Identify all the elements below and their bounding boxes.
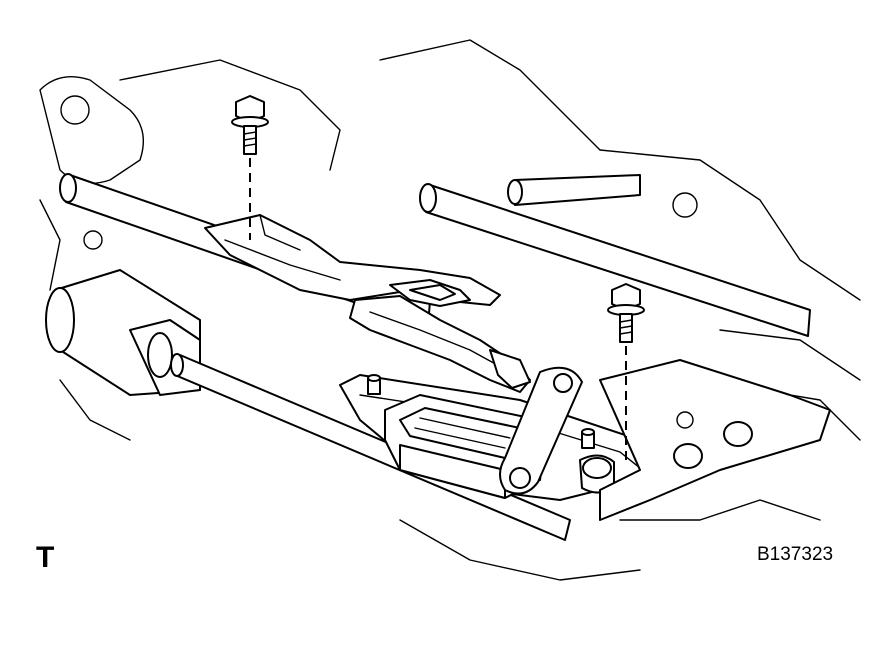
left-stud [367,374,381,395]
mid-bracket [349,295,531,393]
bolt-left [231,95,269,240]
corner-letter: T [36,541,55,574]
reference-code: B137323 [757,544,834,565]
right-rod [419,174,811,337]
bolt-right [607,283,645,464]
right-stud [581,428,595,449]
upper-bracket [204,214,501,307]
right-pin-boss [579,454,615,494]
right-rail [599,359,831,521]
seat-frame-background [39,39,861,581]
link-arm [499,366,583,495]
